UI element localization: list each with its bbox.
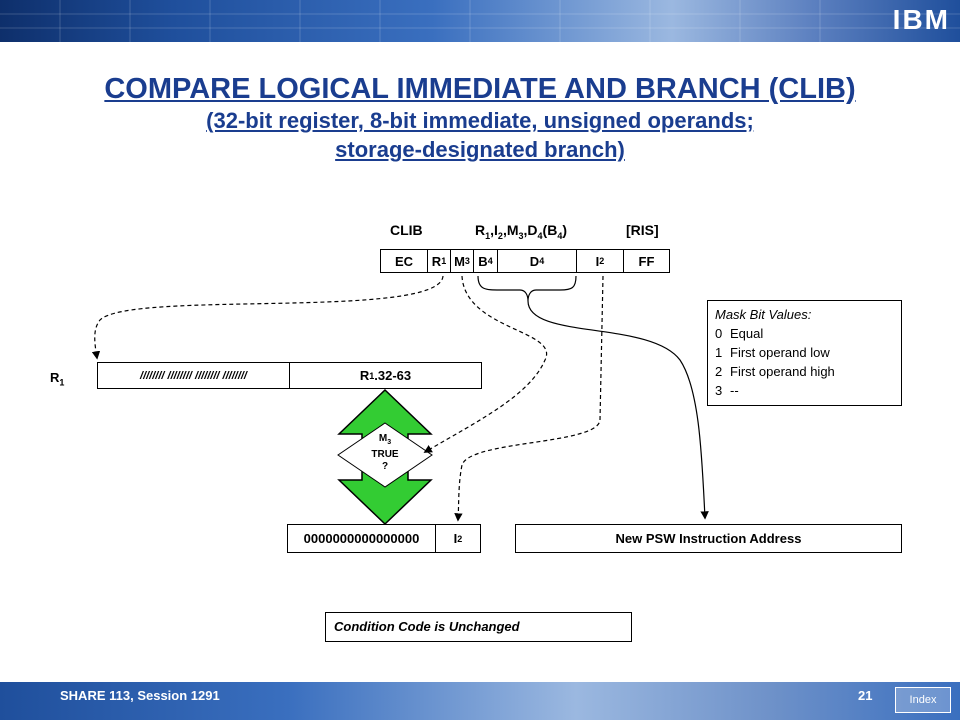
ibm-logo: IBM [892,4,950,35]
mask-title: Mask Bit Values: [715,307,812,322]
b4-d4-brace [477,275,577,302]
page-title: COMPARE LOGICAL IMMEDIATE AND BRANCH (CL… [104,73,856,105]
index-button[interactable]: Index [895,687,951,713]
m3-field-arrow [423,275,548,453]
decision-label: M3 TRUE ? [371,433,399,472]
operand-r: R [475,222,486,238]
register-high-half: //////// //////// //////// //////// [97,362,290,389]
address-arrow [527,300,709,520]
operand-syntax: R1,I2,M3,D4(B4) [475,222,567,241]
decision-diamond [337,422,433,488]
header-banner: IBM [0,0,960,42]
page-subtitle-line2: storage-designated branch) [335,137,625,162]
field-opcode2: FF [623,249,670,273]
i2-field-arrow [454,275,604,522]
register-r1-label: R1 [50,370,65,388]
mnemonic-label: CLIB [390,222,423,238]
session-label: SHARE 113, Session 1291 [60,688,220,703]
format-label: [RIS] [626,222,659,238]
r1-field-arrow [91,275,444,360]
field-opcode1: EC [380,249,428,273]
footer-bar: SHARE 113, Session 1291 21 Index [0,682,960,720]
condition-code-note: Condition Code is Unchanged [325,612,632,642]
mask-item: 3-- [715,383,739,398]
new-psw-box: New PSW Instruction Address [515,524,902,553]
page-number: 21 [858,688,873,703]
zero-extension-box: 0000000000000000 [287,524,436,553]
page-subtitle-line1: (32-bit register, 8-bit immediate, unsig… [206,108,754,133]
